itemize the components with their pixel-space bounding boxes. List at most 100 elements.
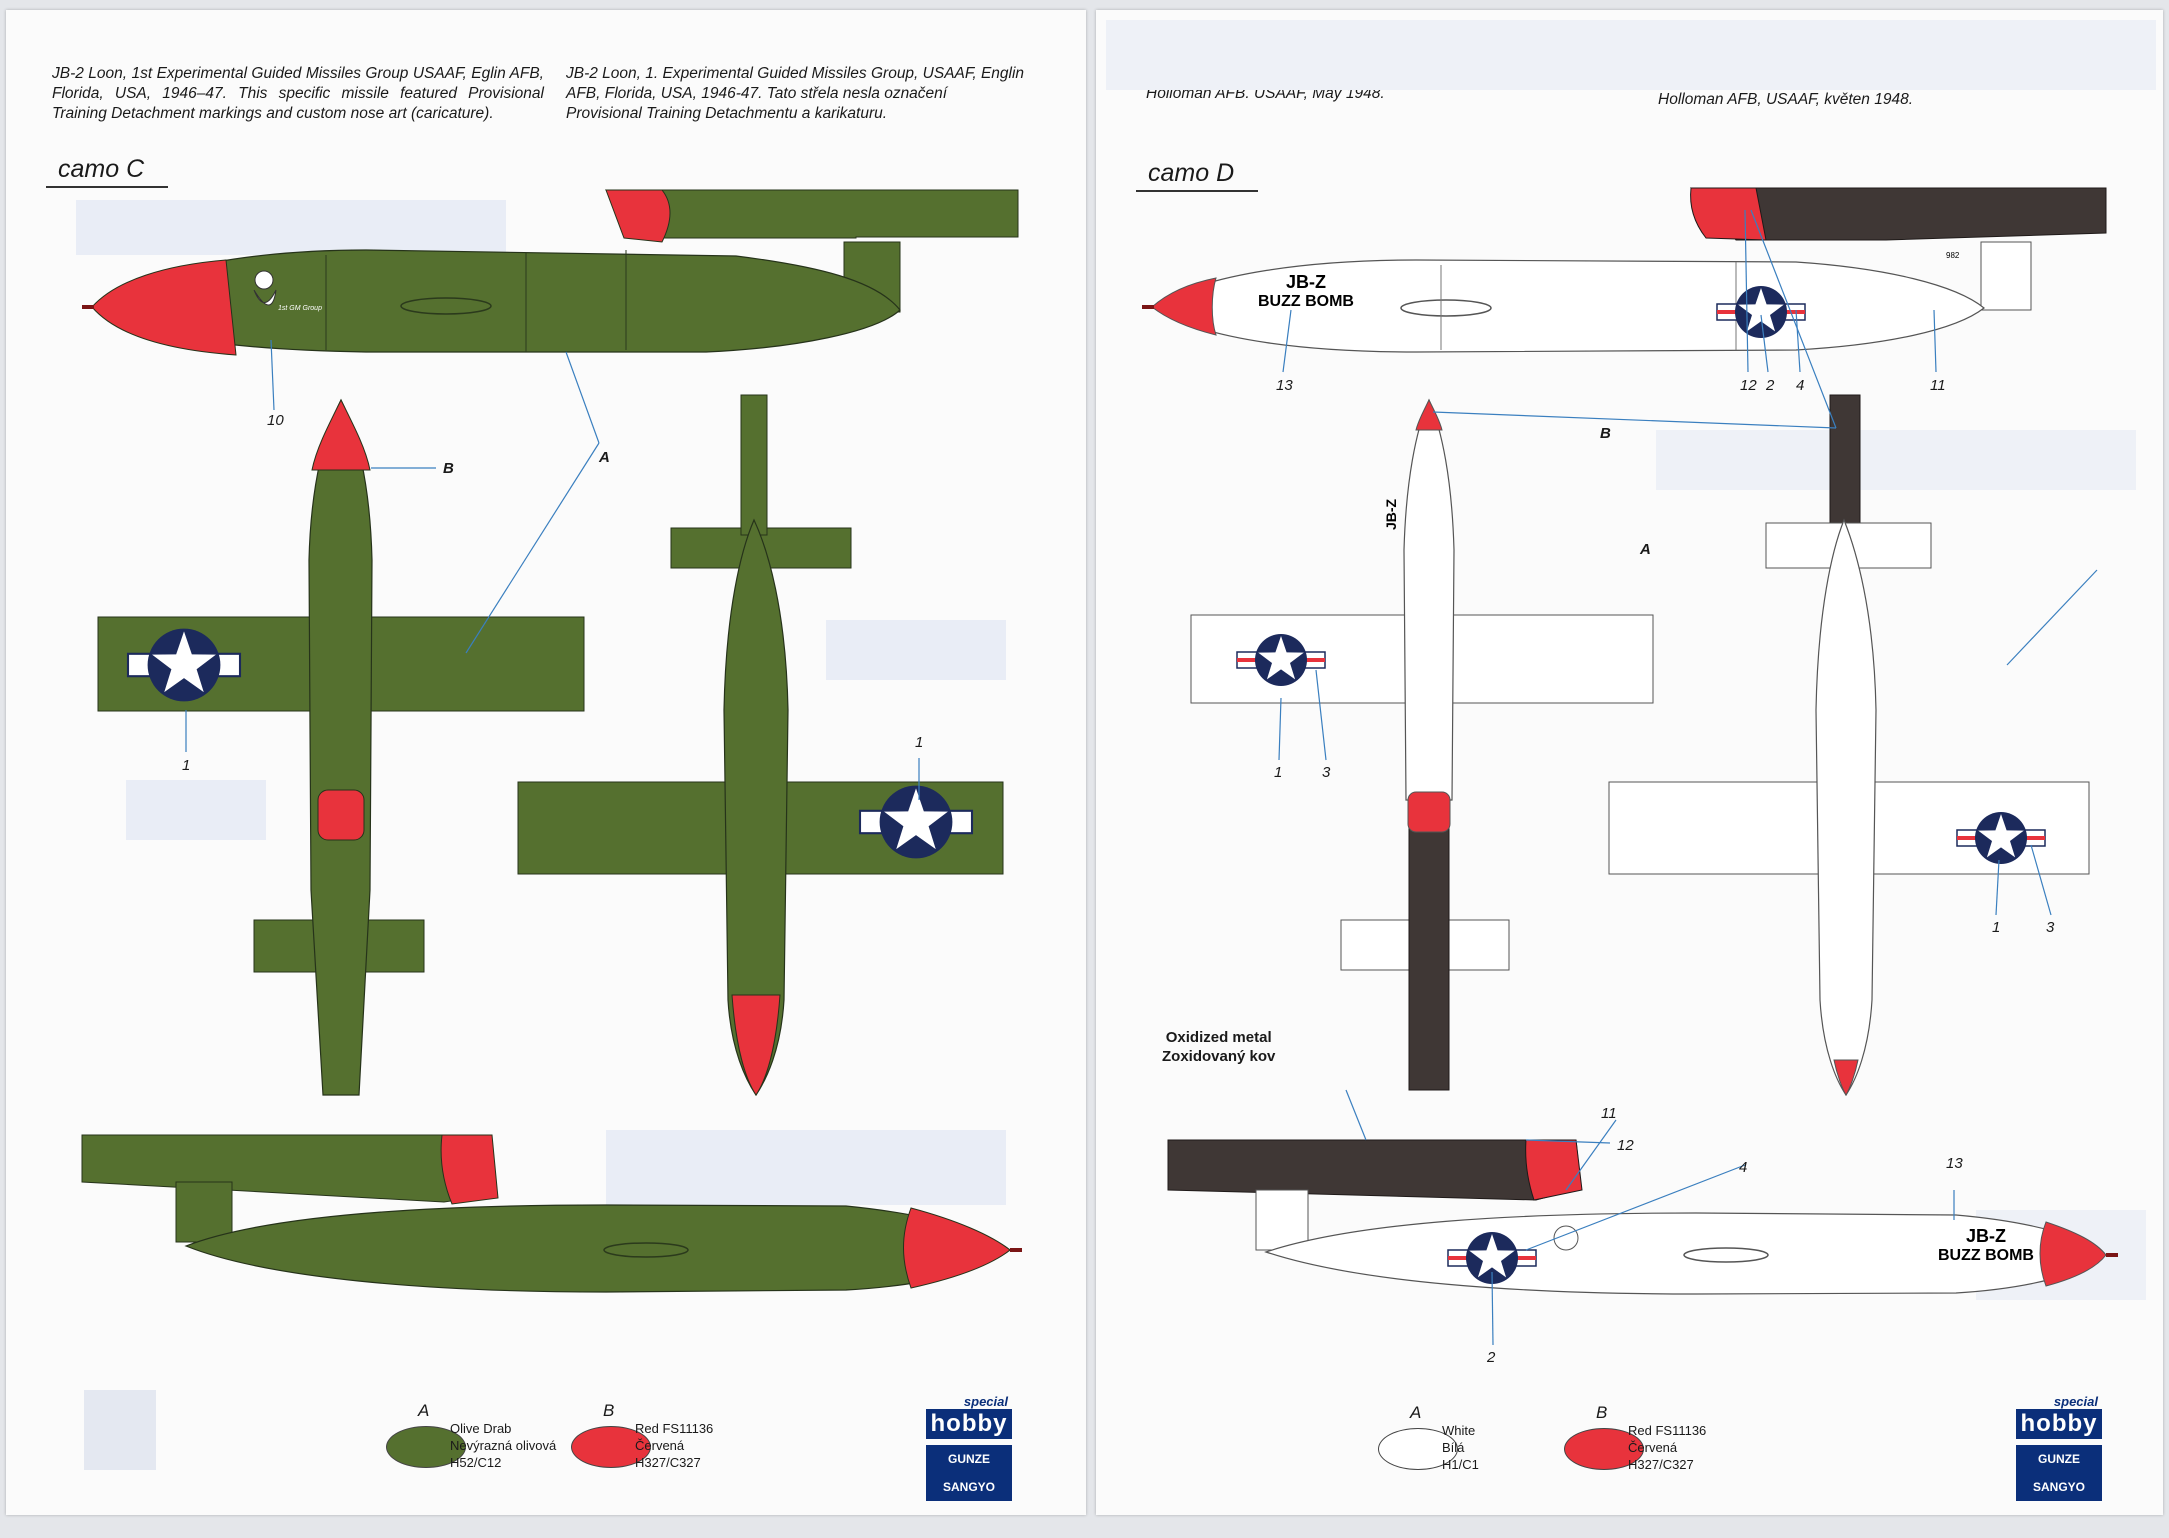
instruction-page-right: JB-2 Loon. Launched from a ground-based … [1096, 10, 2163, 1515]
fuselage-starboard [184, 1204, 1012, 1293]
nose-cone-red-bottom [1833, 1059, 1859, 1097]
nose-cone-red [1151, 277, 1217, 336]
tail-fin [1980, 241, 2032, 311]
camo-label: camo D [1136, 158, 1259, 192]
callout-3-bottom: 3 [2046, 919, 2055, 936]
legend-line: H52/C12 [450, 1455, 502, 1470]
pulsejet-engine-top [1408, 789, 1450, 1091]
legend-line: H1/C1 [1442, 1457, 1479, 1472]
nose-cone-red [91, 259, 237, 356]
legend-line: Olive Drab [450, 1421, 512, 1436]
callout-2: 2 [1765, 377, 1775, 394]
callout-1-top: 1 [1274, 764, 1282, 781]
caption-czech: JB-2 Loon, 1. Experimental Guided Missil… [566, 65, 1025, 122]
background-ghost [1106, 20, 2156, 90]
side-view-starboard [81, 1134, 1022, 1293]
callout-11: 11 [1930, 377, 1946, 394]
callout-1-bottom: 1 [1992, 919, 2000, 936]
engine-intake-red [1690, 187, 1767, 241]
callout-b: B [443, 460, 454, 477]
fuselage-top [308, 398, 373, 1096]
callout-12: 12 [1740, 377, 1757, 394]
callout-4: 4 [1796, 377, 1804, 394]
callout-a: A [1639, 541, 1651, 558]
top-view [97, 398, 585, 1096]
camo-d-drawing: JB-Z BUZZ BOMB 982 JB-Z [1106, 20, 2156, 1366]
special-hobby-logo: special hobby GUNZE SANGYO [2016, 1395, 2102, 1501]
pulsejet-bottom [740, 394, 768, 536]
callout-b: B [1600, 425, 1611, 442]
legend-line: Červená [1628, 1440, 1678, 1455]
callout-10: 10 [267, 412, 284, 429]
special-hobby-logo: special hobby GUNZE SANGYO [926, 1395, 1012, 1501]
legend-line: White [1442, 1423, 1476, 1438]
caricature-nose-art [254, 270, 274, 290]
oxidized-label-en: Oxidized metal [1165, 1029, 1272, 1046]
legend-line: Bílá [1442, 1440, 1465, 1455]
color-swatch-red [571, 1426, 651, 1468]
nose-cone-red-top [311, 398, 371, 471]
star-insignia-bottom [858, 785, 974, 859]
top-view: JB-Z [1190, 398, 1654, 1091]
engine-intake-red-starboard [1525, 1139, 1583, 1201]
callout-13: 13 [1276, 377, 1293, 394]
legend-text: Red FS11136 Červená H327/C327 [635, 1420, 713, 1471]
logo-special-text: special [2053, 1394, 2098, 1409]
legend-line: H327/C327 [1628, 1457, 1694, 1472]
nose-art-text: 1st GM Group [278, 305, 322, 312]
background-ghost [126, 780, 266, 840]
legend-text: Olive Drab Nevýrazná olivová H52/C12 [450, 1420, 556, 1471]
legend-text: Red FS11136 Červená H327/C327 [1628, 1422, 1706, 1473]
callout-2-bottom: 2 [1486, 1349, 1496, 1366]
nose-cone-red-starboard [903, 1207, 1011, 1289]
legend-line: H327/C327 [635, 1455, 701, 1470]
engine-intake-red [605, 189, 671, 243]
side-view-port: 1st GM Group [82, 189, 1019, 356]
legend-text: White Bílá H1/C1 [1442, 1422, 1479, 1473]
fuselage-top [1403, 398, 1455, 801]
color-swatch-white [1378, 1428, 1458, 1470]
callout-13-bottom: 13 [1946, 1155, 1963, 1172]
camo-label: camo C [46, 154, 169, 188]
camo-c-drawing: 1st GM Group [76, 189, 1022, 1470]
nose-cone-red-bottom [731, 994, 781, 1096]
nose-cone-red-starboard [2039, 1221, 2107, 1287]
callout-1-bottom: 1 [915, 734, 923, 751]
gunze-sangyo-logo: GUNZE SANGYO [926, 1445, 1012, 1501]
color-swatch-red [1564, 1428, 1644, 1470]
pulsejet-engine-oxidized-starboard [1167, 1139, 1582, 1201]
legend-line: Red FS11136 [635, 1421, 714, 1436]
engine-intake-red-starboard [440, 1134, 499, 1205]
serial-number: 982 [1946, 251, 1960, 260]
legend-code: A [1410, 1403, 1422, 1422]
callout-4-bottom: 4 [1739, 1159, 1747, 1176]
pulsejet-engine-starboard [81, 1134, 493, 1203]
callout-labels: 10 B A 1 1 [182, 412, 923, 774]
callout-11-bottom: 11 [1601, 1105, 1617, 1122]
color-swatch-olive-drab [386, 1426, 466, 1468]
star-insignia-top [126, 628, 242, 702]
legend-code: B [1596, 1403, 1608, 1422]
callout-12-bottom: 12 [1617, 1137, 1634, 1154]
bottom-view [517, 394, 1004, 1097]
callout-leaders [185, 339, 920, 800]
callout-leaders [1278, 209, 2098, 1346]
fuselage-marking-1-starboard: JB-Z [1966, 1226, 2006, 1246]
background-ghost [826, 620, 1006, 680]
logo-hobby-text: hobby [2016, 1409, 2102, 1439]
oxidized-label-cz: Zoxidovaný kov [1162, 1048, 1276, 1065]
background-ghost [606, 1130, 1006, 1205]
side-view-port: JB-Z BUZZ BOMB 982 [1142, 187, 2107, 353]
engine-intake-red-top [317, 789, 365, 841]
legend-code: B [603, 1401, 615, 1420]
logo-special-text: special [963, 1394, 1008, 1409]
top-view-marking: JB-Z [1383, 498, 1399, 530]
tail-fin-starboard [175, 1181, 233, 1243]
callout-1-top: 1 [182, 757, 190, 774]
fuselage [90, 249, 901, 353]
pulsejet-bottom [1829, 394, 1861, 526]
tail-fin-starboard [1255, 1189, 1309, 1251]
instruction-page-left: JB-2 Loon, 1st Experimental Guided Missi… [6, 10, 1086, 1515]
background-ghost [76, 200, 506, 255]
legend-line: Červená [635, 1438, 685, 1453]
